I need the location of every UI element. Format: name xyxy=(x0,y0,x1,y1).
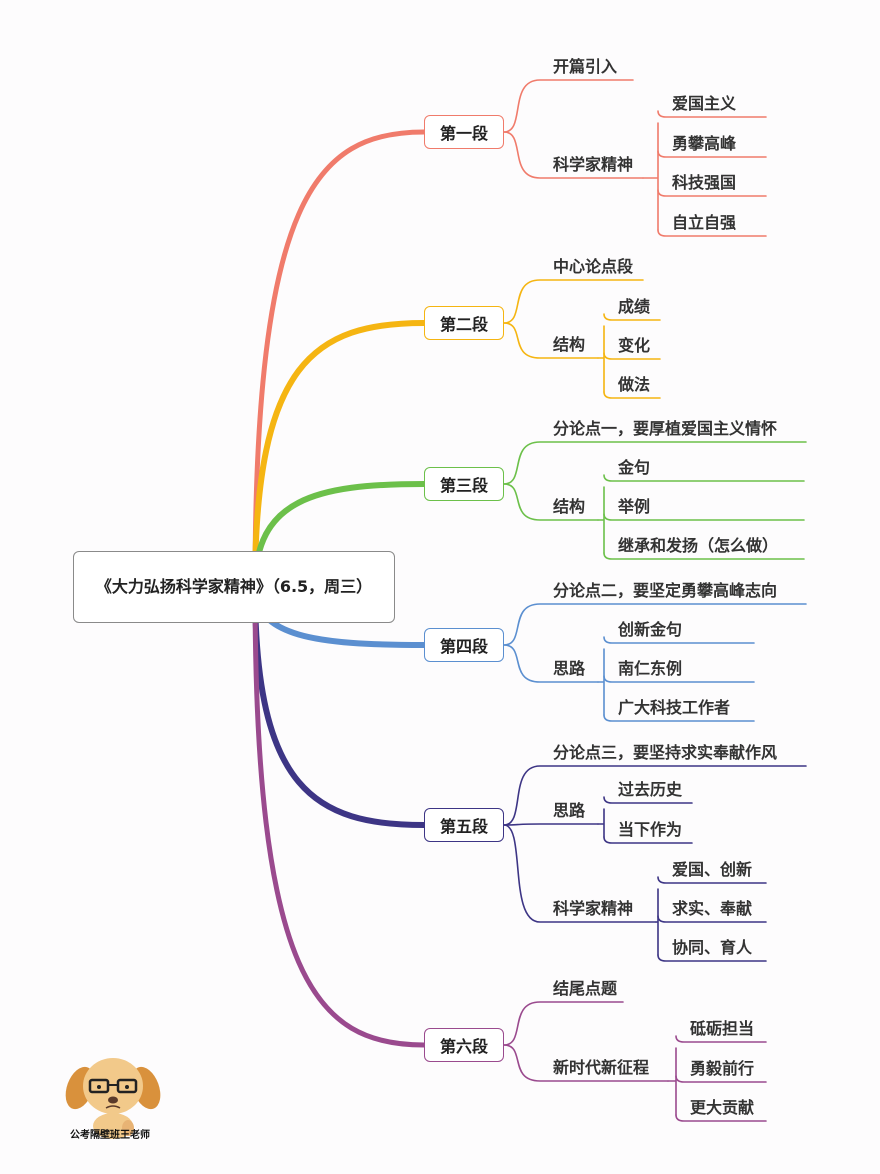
leaf-line xyxy=(657,189,767,197)
child-line xyxy=(503,483,599,521)
child-node[interactable]: 科学家精神 xyxy=(553,155,634,174)
leaf-node[interactable]: 南仁东例 xyxy=(618,659,683,678)
child-line xyxy=(503,279,644,324)
child-line xyxy=(503,441,807,485)
leaf-line xyxy=(603,714,755,722)
bracket-line xyxy=(655,888,659,956)
leaf-node[interactable]: 协同、育人 xyxy=(672,938,753,957)
section-label: 第六段 xyxy=(439,1037,488,1056)
leaf-line xyxy=(657,954,767,962)
leaf-line xyxy=(603,675,755,683)
leaf-line xyxy=(603,474,805,482)
leaf-node[interactable]: 举例 xyxy=(618,497,651,516)
leaf-line xyxy=(675,1075,767,1083)
section-node-6[interactable]: 第六段 xyxy=(424,1028,504,1062)
child-node[interactable]: 思路 xyxy=(553,801,586,820)
leaf-node[interactable]: 更大贡献 xyxy=(690,1098,755,1117)
leaf-node[interactable]: 过去历史 xyxy=(618,780,683,799)
section-label: 第五段 xyxy=(439,817,488,836)
child-node[interactable]: 开篇引入 xyxy=(553,57,618,76)
leaf-line xyxy=(657,915,767,923)
leaf-node[interactable]: 自立自强 xyxy=(672,213,737,232)
child-node[interactable]: 思路 xyxy=(553,659,586,678)
root-title: 《大力弘扬科学家精神》（6.5，周三） xyxy=(95,577,373,596)
child-line xyxy=(503,765,807,826)
leaf-node[interactable]: 成绩 xyxy=(618,297,651,316)
section-node-4[interactable]: 第四段 xyxy=(424,628,504,662)
leaf-node[interactable]: 勇毅前行 xyxy=(690,1059,755,1078)
bracket-line xyxy=(642,122,659,231)
leaf-node[interactable]: 当下作为 xyxy=(618,820,683,839)
child-node[interactable]: 结尾点题 xyxy=(553,979,618,998)
leaf-node[interactable]: 爱国主义 xyxy=(672,94,737,113)
child-node[interactable]: 中心论点段 xyxy=(553,257,634,276)
leaf-node[interactable]: 砥砺担当 xyxy=(690,1019,755,1038)
leaf-line xyxy=(657,229,767,237)
leaf-line xyxy=(603,391,661,399)
leaf-node[interactable]: 继承和发扬（怎么做） xyxy=(618,536,779,555)
watermark-caption: 公考隔壁班王老师 xyxy=(70,1130,150,1141)
leaf-line xyxy=(603,836,693,844)
leaf-line xyxy=(603,796,693,804)
branch-line-1 xyxy=(252,129,427,590)
child-line xyxy=(503,79,634,133)
bracket-line xyxy=(597,808,605,838)
leaf-line xyxy=(657,876,767,884)
leaf-line xyxy=(657,110,767,118)
child-line xyxy=(503,644,599,683)
section-label: 第二段 xyxy=(439,315,488,334)
child-line xyxy=(503,823,599,826)
leaf-line xyxy=(675,1035,767,1043)
leaf-node[interactable]: 爱国、创新 xyxy=(672,860,753,879)
section-node-3[interactable]: 第三段 xyxy=(424,467,504,501)
leaf-line xyxy=(657,150,767,158)
leaf-node[interactable]: 做法 xyxy=(618,375,651,394)
section-node-1[interactable]: 第一段 xyxy=(424,115,504,149)
leaf-node[interactable]: 科技强国 xyxy=(672,173,737,192)
child-node[interactable]: 结构 xyxy=(553,497,586,516)
bracket-line xyxy=(667,1047,677,1116)
leaf-node[interactable]: 求实、奉献 xyxy=(672,899,753,918)
leaf-node[interactable]: 广大科技工作者 xyxy=(618,698,731,717)
leaf-line xyxy=(603,636,755,644)
leaf-node[interactable]: 金句 xyxy=(618,458,651,477)
leaf-line xyxy=(603,313,661,321)
leaf-node[interactable]: 变化 xyxy=(618,336,651,355)
child-line xyxy=(503,1001,624,1046)
child-node[interactable]: 科学家精神 xyxy=(553,899,634,918)
child-node[interactable]: 分论点二，要坚定勇攀高峰志向 xyxy=(553,581,778,600)
leaf-node[interactable]: 创新金句 xyxy=(618,620,683,639)
teacher-mascot-logo xyxy=(65,1058,161,1139)
leaf-line xyxy=(603,552,805,560)
child-line xyxy=(503,131,644,179)
leaf-node[interactable]: 勇攀高峰 xyxy=(672,134,737,153)
section-node-5[interactable]: 第五段 xyxy=(424,808,504,842)
child-line xyxy=(503,603,807,646)
section-label: 第四段 xyxy=(439,637,488,656)
leaf-line xyxy=(603,513,805,521)
section-label: 第三段 xyxy=(439,476,488,495)
section-label: 第一段 xyxy=(439,124,488,143)
child-line xyxy=(503,1044,669,1082)
section-node-2[interactable]: 第二段 xyxy=(424,306,504,340)
bracket-line xyxy=(597,325,605,393)
child-node[interactable]: 分论点一，要厚植爱国主义情怀 xyxy=(553,419,778,438)
bracket-line xyxy=(597,648,605,716)
child-line xyxy=(503,824,657,923)
leaf-line xyxy=(603,352,661,360)
root-node[interactable]: 《大力弘扬科学家精神》（6.5，周三） xyxy=(73,551,395,623)
branch-line-6 xyxy=(252,584,427,1048)
leaf-line xyxy=(675,1114,767,1122)
bracket-line xyxy=(597,486,605,554)
child-node[interactable]: 结构 xyxy=(553,335,586,354)
child-node[interactable]: 新时代新征程 xyxy=(553,1058,650,1077)
child-node[interactable]: 分论点三，要坚持求实奉献作风 xyxy=(553,743,778,762)
child-line xyxy=(503,322,599,359)
branch-line-2 xyxy=(252,320,427,590)
